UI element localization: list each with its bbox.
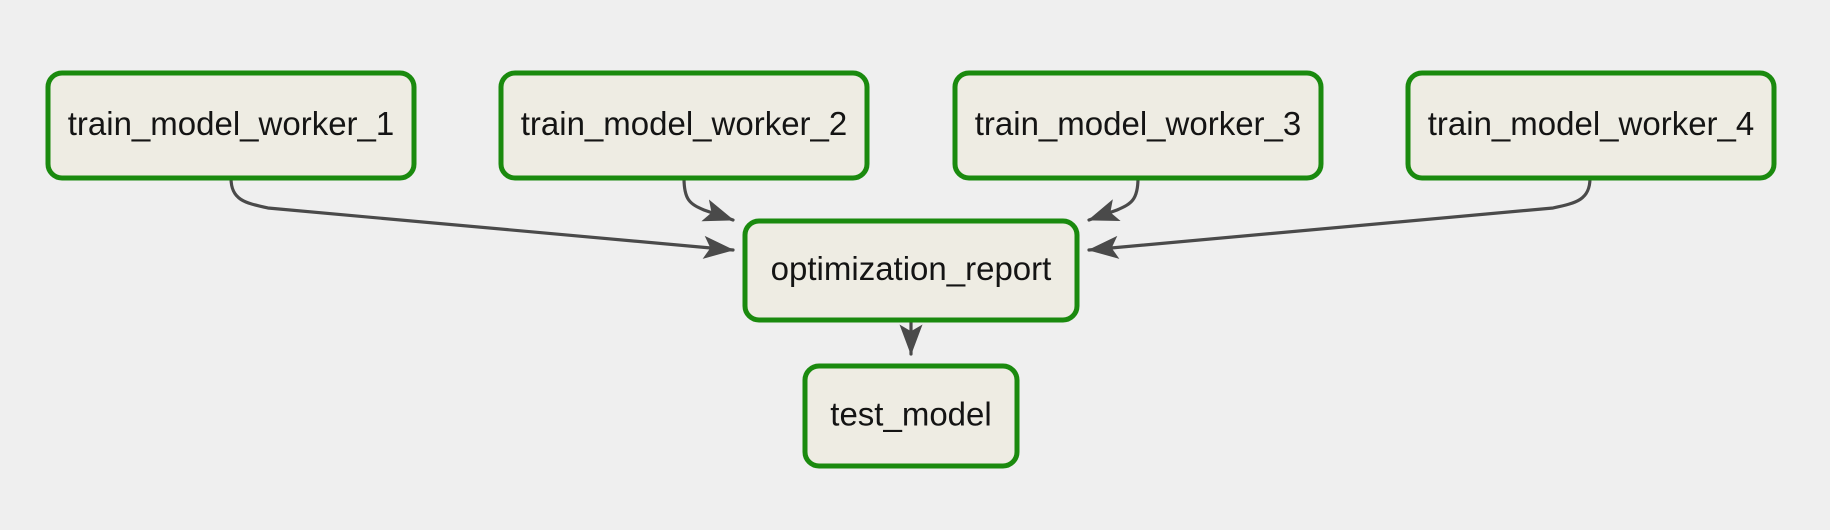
node-box-train_model_worker_2[interactable] (498, 70, 870, 181)
edge-train_model_worker_1-to-optimization_report (229, 176, 735, 259)
edges-layer (229, 176, 1592, 356)
edge-train_model_worker_2-to-optimization_report (682, 176, 735, 222)
node-label-train_model_worker_3: train_model_worker_3 (975, 105, 1302, 142)
edge-train_model_worker_3-to-optimization_report (1087, 176, 1140, 222)
node-train_model_worker_4[interactable]: train_model_worker_4 (1405, 70, 1777, 181)
node-box-test_model[interactable] (802, 363, 1020, 469)
node-box-train_model_worker_1[interactable] (45, 70, 417, 181)
node-label-test_model: test_model (830, 396, 991, 433)
node-box-train_model_worker_4[interactable] (1405, 70, 1777, 181)
node-label-train_model_worker_2: train_model_worker_2 (521, 105, 848, 142)
node-label-optimization_report: optimization_report (771, 250, 1052, 287)
edge-train_model_worker_4-to-optimization_report (1087, 176, 1592, 259)
node-box-train_model_worker_3[interactable] (952, 70, 1324, 181)
nodes-layer: train_model_worker_1 train_model_worker_2… (45, 70, 1777, 469)
node-label-train_model_worker_1: train_model_worker_1 (68, 105, 395, 142)
node-train_model_worker_3[interactable]: train_model_worker_3 (952, 70, 1324, 181)
node-train_model_worker_2[interactable]: train_model_worker_2 (498, 70, 870, 181)
node-test_model[interactable]: test_model (802, 363, 1020, 469)
node-box-optimization_report[interactable] (742, 218, 1080, 323)
node-train_model_worker_1[interactable]: train_model_worker_1 (45, 70, 417, 181)
node-label-train_model_worker_4: train_model_worker_4 (1428, 105, 1755, 142)
node-optimization_report[interactable]: optimization_report (742, 218, 1080, 323)
